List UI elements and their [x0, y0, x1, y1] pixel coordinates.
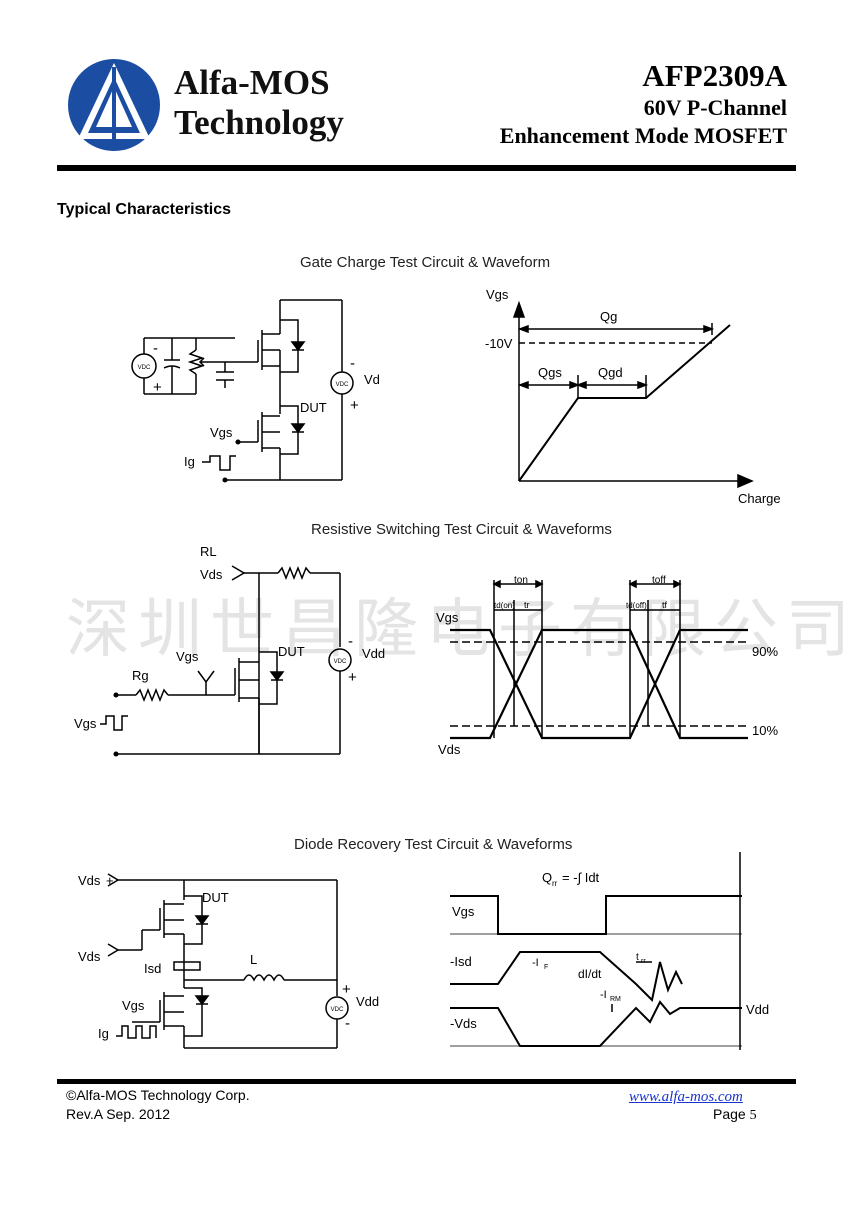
- gate-charge-title: Gate Charge Test Circuit & Waveform: [300, 254, 551, 271]
- part-number: AFP2309A: [642, 58, 787, 93]
- isd-trace-label: -Isd: [450, 954, 472, 969]
- plus-label: +: [106, 873, 114, 888]
- gate-charge-waveform: Vgs Charge -10V Qg Qgs Qgd: [485, 287, 781, 506]
- vgs-trace-label: Vgs: [452, 904, 475, 919]
- ig-label: Ig: [184, 454, 195, 469]
- resistive-switching-circuit: RL Vds DUT VDC - + Vdd Vgs Rg Vgs: [74, 544, 385, 757]
- diode-recovery-waveform: Q rr = -∫ Idt Vgs -Isd -I F dI/dt t rr -…: [450, 852, 769, 1050]
- if-subscript: F: [544, 964, 548, 971]
- header-rule: [57, 165, 796, 171]
- qgs-label: Qgs: [538, 365, 562, 380]
- device-mode: Enhancement Mode MOSFET: [499, 123, 787, 148]
- company-name-line2: Technology: [174, 103, 344, 142]
- document-header: AFP2309A 60V P-Channel Enhancement Mode …: [500, 58, 787, 150]
- if-label: -I: [532, 957, 539, 969]
- level-label: -10V: [485, 336, 513, 351]
- irm-subscript: RM: [610, 996, 621, 1003]
- vds-mid-label: Vds: [78, 949, 101, 964]
- y-axis-label: Vgs: [486, 287, 509, 302]
- pct90-label: 90%: [752, 644, 778, 659]
- tf-label: tf: [662, 600, 668, 610]
- resistive-switching-title: Resistive Switching Test Circuit & Wavef…: [311, 521, 612, 538]
- vgs-input-label: Vgs: [74, 716, 97, 731]
- x-axis-label: Charge: [738, 491, 781, 506]
- rl-label: RL: [200, 544, 217, 559]
- copyright: ©Alfa-MOS Technology Corp.: [66, 1087, 250, 1103]
- didt-label: dI/dt: [578, 967, 602, 981]
- revision: Rev.A Sep. 2012: [66, 1106, 171, 1122]
- minus-label: -: [348, 633, 353, 650]
- company-name: Alfa-MOS Technology: [174, 63, 344, 143]
- vds-trace-label: -Vds: [450, 1016, 477, 1031]
- vgs-label: Vgs: [176, 649, 199, 664]
- irm-label: -I: [600, 989, 607, 1001]
- toff-label: toff: [652, 575, 666, 586]
- minus-label: -: [345, 1015, 350, 1032]
- plus-label: +: [342, 981, 351, 998]
- qrr-label: Q: [542, 870, 552, 885]
- website-link[interactable]: www.alfa-mos.com: [629, 1089, 743, 1105]
- td-off-label: td(off): [626, 601, 647, 610]
- minus-label: -: [350, 355, 355, 372]
- resistive-switching-waveform: 90% 10% Vgs Vds ton toff td(on) tr td(of…: [436, 575, 778, 757]
- vdd-label: Vdd: [362, 646, 385, 661]
- tr-label: tr: [524, 600, 530, 610]
- company-logo: [68, 59, 160, 151]
- footer-rule: [57, 1079, 796, 1084]
- plus-label: +: [348, 669, 357, 686]
- vgs-trace-label: Vgs: [436, 610, 459, 625]
- diode-recovery-title: Diode Recovery Test Circuit & Waveforms: [294, 836, 573, 853]
- vdc-label: VDC: [334, 659, 347, 665]
- rg-label: Rg: [132, 668, 149, 683]
- ton-label: ton: [514, 575, 528, 586]
- vdd-trace-label: Vdd: [746, 1002, 769, 1017]
- pct10-label: 10%: [752, 723, 778, 738]
- plus-label: +: [350, 397, 359, 414]
- vdc-label: VDC: [336, 382, 349, 388]
- section-title: Typical Characteristics: [57, 201, 232, 218]
- page-label: Page: [713, 1106, 746, 1122]
- diode-recovery-circuit: Vds + DUT Vds Isd L Vgs Ig VDC + - Vdd: [78, 873, 379, 1049]
- vdc-label: VDC: [331, 1007, 344, 1013]
- dut-label: DUT: [278, 644, 305, 659]
- dut-label: DUT: [202, 890, 229, 905]
- inductor-label: L: [250, 952, 257, 967]
- trr-label: t: [636, 952, 639, 963]
- dut-label: DUT: [300, 400, 327, 415]
- plus-label: +: [153, 379, 162, 396]
- ig-label: Ig: [98, 1026, 109, 1041]
- page-indicator: Page 5: [713, 1106, 757, 1124]
- qrr-formula: = -∫ Idt: [562, 870, 600, 885]
- vds-trace-label: Vds: [438, 742, 461, 757]
- page-number: 5: [749, 1108, 757, 1123]
- vgs-label: Vgs: [210, 425, 233, 440]
- qrr-subscript: rr: [552, 879, 558, 888]
- vdd-label: Vdd: [356, 994, 379, 1009]
- isd-label: Isd: [144, 961, 161, 976]
- device-type: 60V P-Channel: [643, 95, 787, 120]
- company-name-line1: Alfa-MOS: [174, 63, 330, 102]
- vds-label: Vds: [200, 567, 223, 582]
- qg-label: Qg: [600, 309, 617, 324]
- vdc-label: VDC: [138, 365, 151, 371]
- vds-top-label: Vds: [78, 873, 101, 888]
- gate-charge-circuit: VDC - + VDC - + Vds DUT V: [131, 299, 380, 483]
- td-on-label: td(on): [494, 601, 515, 610]
- vds-label: Vds: [364, 372, 380, 387]
- qgd-label: Qgd: [598, 365, 623, 380]
- voltage-source-icon: [330, 371, 354, 395]
- minus-label: -: [153, 340, 158, 357]
- vgs-label: Vgs: [122, 998, 145, 1013]
